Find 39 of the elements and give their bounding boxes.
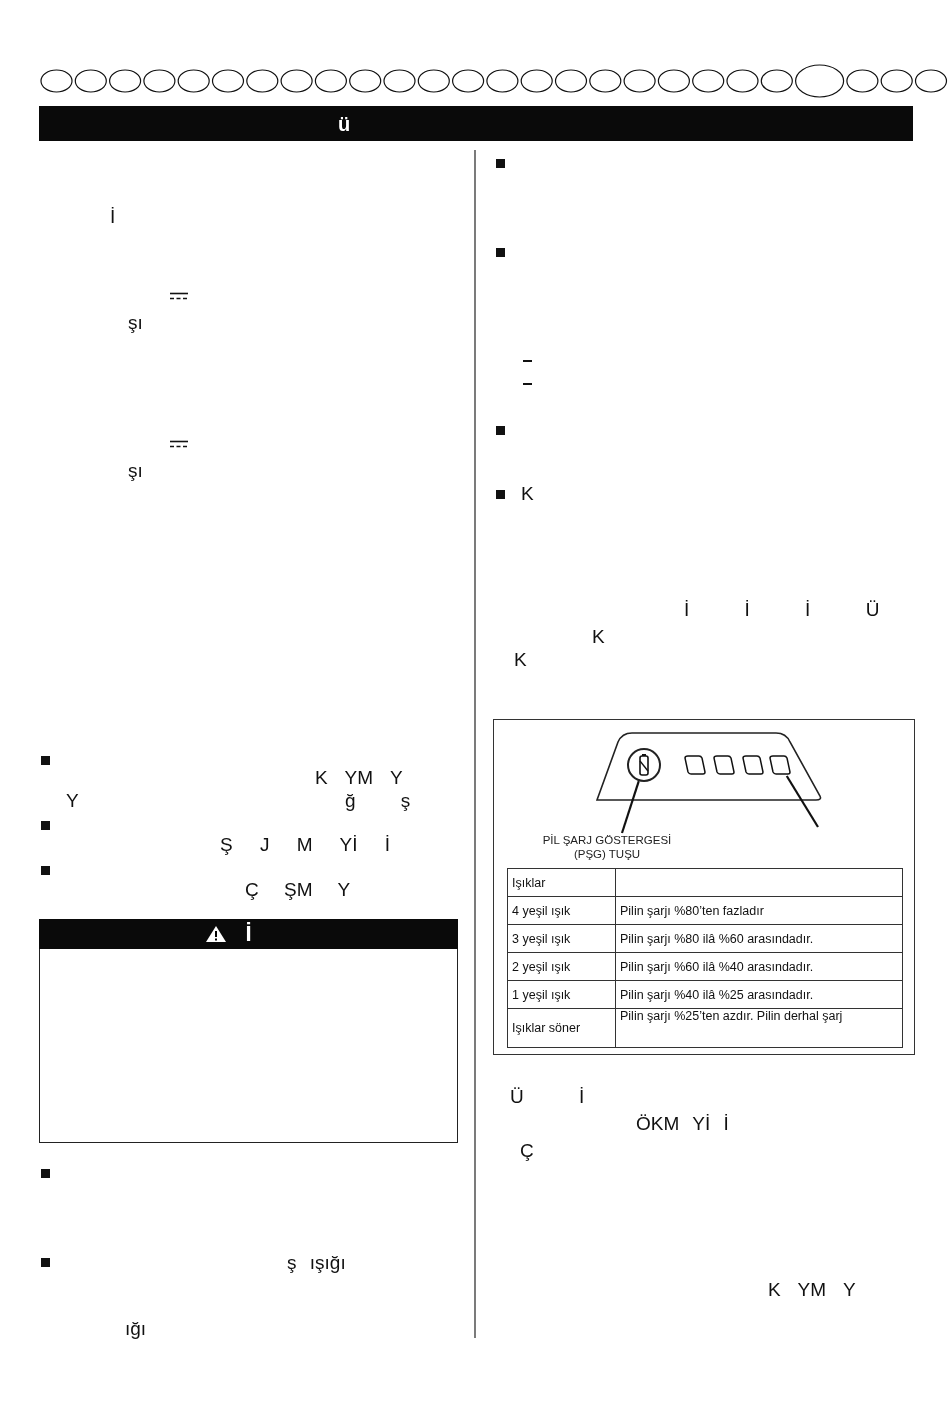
text-fragment: şı bbox=[128, 313, 143, 332]
text-fragment: Ü İ bbox=[510, 1087, 585, 1106]
warning-panel bbox=[39, 919, 458, 1143]
table-cell: 1 yeşil ışık bbox=[507, 980, 616, 1009]
table-cell: Pilin şarjı %80’ten fazladır bbox=[615, 896, 903, 925]
table-cell: Işıklar söner bbox=[507, 1008, 616, 1048]
table-cell: Pilin şarjı %25’ten azdır. Pilin derhal şarj bbox=[615, 1008, 903, 1048]
leader-line bbox=[785, 775, 819, 828]
text-fragment: Y bbox=[66, 791, 79, 810]
text-fragment: ığı bbox=[125, 1319, 147, 1338]
table-cell: Pilin şarjı %40 ilâ %25 arasındadır. bbox=[615, 980, 903, 1009]
text-fragment: şı bbox=[128, 461, 143, 480]
text-fragment: ÖKM Yİ İ bbox=[636, 1114, 729, 1133]
text-fragment: Ç bbox=[520, 1141, 534, 1160]
leader-line bbox=[620, 780, 640, 834]
text-fragment: K bbox=[521, 484, 534, 503]
text-fragment: K YM Y bbox=[768, 1280, 856, 1299]
indicator-light bbox=[742, 754, 764, 776]
table-cell: 4 yeşil ışık bbox=[507, 896, 616, 925]
table-cell: Pilin şarjı %60 ilâ %40 arasındadır. bbox=[615, 952, 903, 981]
text-fragment: ş ışığı bbox=[287, 1253, 346, 1272]
text-fragment: İ İ İ Ü bbox=[684, 600, 880, 619]
text-fragment: K bbox=[592, 627, 605, 646]
indicator-light bbox=[769, 754, 791, 776]
text-fragment: Ç ŞM Y bbox=[245, 880, 351, 899]
text-fragment: Ş J M Yİ İ bbox=[220, 835, 390, 854]
table-cell: Pilin şarjı %80 ilâ %60 arasındadır. bbox=[615, 924, 903, 953]
text-fragment: K bbox=[514, 650, 527, 669]
table-cell: 2 yeşil ışık bbox=[507, 952, 616, 981]
text-fragment: ğ ş bbox=[345, 791, 411, 810]
table-cell: Işıklar bbox=[507, 868, 616, 897]
indicator-light bbox=[713, 754, 735, 776]
button-label: PİL ŞARJ GÖSTERGESİ (PŞG) TUŞU bbox=[532, 833, 682, 863]
text-fragment: K YM Y bbox=[315, 768, 403, 787]
indicator-light bbox=[684, 754, 706, 776]
warning-title: İ bbox=[245, 923, 252, 945]
text-fragment: ü bbox=[338, 114, 351, 134]
table-cell: 3 yeşil ışık bbox=[507, 924, 616, 953]
text-fragment: İ bbox=[110, 207, 116, 226]
